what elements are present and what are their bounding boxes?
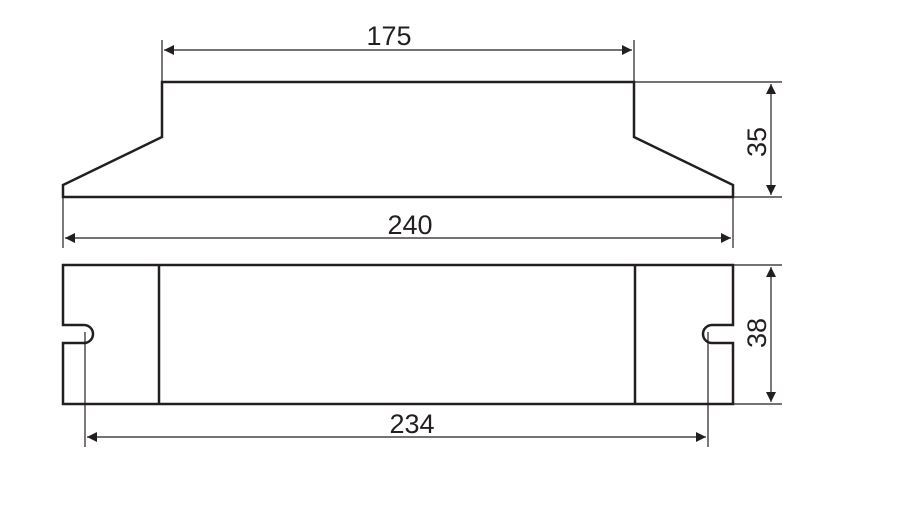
extension-lines: [62, 40, 782, 447]
dim-label-175: 175: [366, 21, 411, 51]
dim-label-38: 38: [742, 318, 772, 348]
dim-label-234: 234: [389, 409, 434, 439]
body-outline: [61, 263, 735, 406]
dim-label-240: 240: [387, 210, 432, 240]
side-profile-outline: [61, 80, 735, 199]
dim-label-35: 35: [742, 127, 772, 157]
